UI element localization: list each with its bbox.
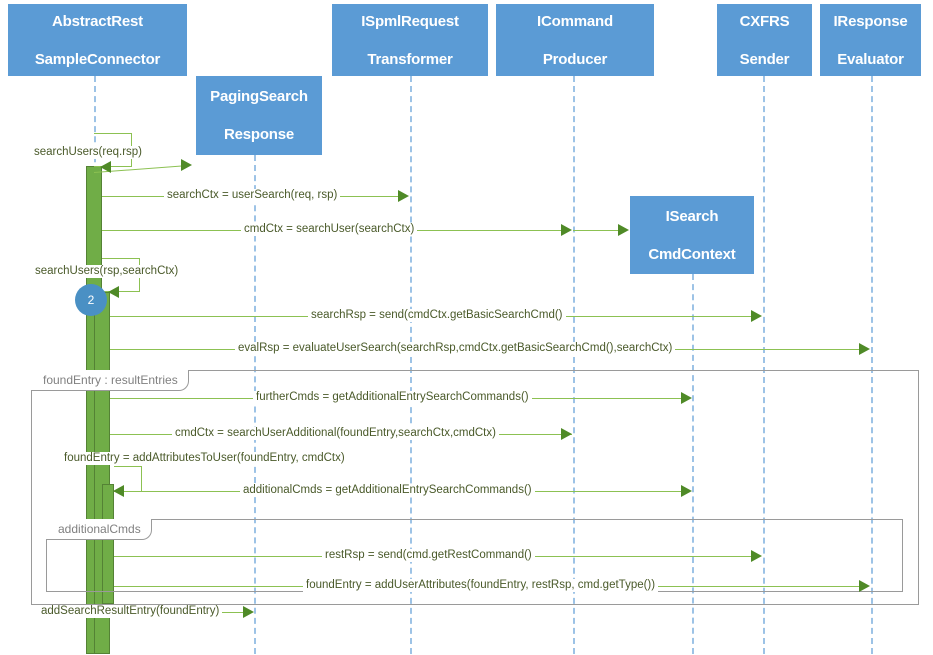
message-arrow-m11	[751, 550, 762, 562]
message-label-m12: foundEntry = addUserAttributes(foundEntr…	[303, 579, 659, 592]
participant-box-transformer[interactable]: ISpmlRequest Transformer	[332, 4, 488, 76]
participant-label-line2: Evaluator	[837, 50, 904, 68]
message-label-m4: searchUsers(rsp,searchCtx)	[32, 265, 182, 278]
message-arrow-m10	[681, 485, 692, 497]
participant-label-line2: SampleConnector	[34, 50, 161, 68]
message-arrow-create-paging	[181, 159, 192, 171]
participant-label-line1: ISearch	[665, 207, 719, 225]
message-label-m5: searchRsp = send(cmdCtx.getBasicSearchCm…	[308, 309, 566, 322]
message-label-m10: additionalCmds = getAdditionalEntrySearc…	[240, 484, 535, 497]
message-label-m3: cmdCtx = searchUser(searchCtx)	[241, 223, 418, 236]
fragment-loop-outer	[31, 370, 919, 605]
participant-label-line2: Transformer	[367, 50, 453, 68]
self-message-arrow-add-attributes	[113, 485, 124, 497]
lifeline-evaluator	[871, 76, 873, 654]
lifeline-paging	[254, 155, 256, 654]
message-arrow-m2	[398, 190, 409, 202]
step-marker-2: 2	[75, 284, 107, 316]
lifeline-sender	[763, 76, 765, 654]
lifeline-cmdcontext	[692, 274, 694, 654]
lifeline-producer	[573, 76, 575, 654]
participant-label-line1: ISpmlRequest	[361, 12, 459, 30]
message-label-m7: furtherCmds = getAdditionalEntrySearchCo…	[253, 391, 532, 404]
message-label-m8: cmdCtx = searchUserAdditional(foundEntry…	[172, 427, 499, 440]
participant-box-paging[interactable]: PagingSearch Response	[196, 76, 322, 155]
message-arrow-m6	[859, 343, 870, 355]
participant-label-line1: CXFRS	[739, 12, 790, 30]
self-message-arrow-search-users	[100, 161, 111, 173]
message-arrow-m5	[751, 310, 762, 322]
message-arrow-m3-continued	[618, 224, 629, 236]
fragment-label-loop-inner: additionalCmds	[46, 519, 152, 540]
message-line-m3-continued	[573, 230, 620, 231]
message-arrow-m12	[859, 580, 870, 592]
message-label-m13: addSearchResultEntry(foundEntry)	[38, 605, 223, 618]
message-arrow-m7	[681, 392, 692, 404]
message-label-m9: foundEntry = addAttributesToUser(foundEn…	[61, 452, 348, 465]
participant-box-evaluator[interactable]: IResponse Evaluator	[820, 4, 921, 76]
participant-label-line2: CmdContext	[648, 245, 736, 263]
message-label-m1: searchUsers(req.rsp)	[31, 146, 145, 159]
message-label-m2: searchCtx = userSearch(req, rsp)	[164, 189, 341, 202]
fragment-label-loop-outer: foundEntry : resultEntries	[31, 370, 189, 391]
participant-label-line2: Sender	[739, 50, 790, 68]
participant-label-line1: PagingSearch	[210, 88, 308, 105]
participant-label-line2: Response	[223, 126, 295, 143]
message-arrow-m8	[561, 428, 572, 440]
participant-label-line1: ICommand	[537, 12, 613, 30]
self-message-arrow-search-users-rsp	[108, 286, 119, 298]
participant-box-producer[interactable]: ICommand Producer	[496, 4, 654, 76]
participant-label-line2: Producer	[542, 50, 608, 68]
participant-box-connector[interactable]: AbstractRest SampleConnector	[8, 4, 187, 76]
participant-label-line1: AbstractRest	[52, 12, 143, 30]
message-label-m11: restRsp = send(cmd.getRestCommand()	[322, 549, 535, 562]
message-arrow-m13	[243, 606, 254, 618]
participant-box-cmdcontext[interactable]: ISearch CmdContext	[630, 196, 754, 274]
message-label-m6: evalRsp = evaluateUserSearch(searchRsp,c…	[235, 342, 676, 355]
participant-box-sender[interactable]: CXFRS Sender	[717, 4, 812, 76]
lifeline-transformer	[410, 76, 412, 654]
participant-label-line1: IResponse	[833, 12, 908, 30]
message-arrow-m3	[561, 224, 572, 236]
activation-bar-connector-inner	[102, 484, 114, 604]
